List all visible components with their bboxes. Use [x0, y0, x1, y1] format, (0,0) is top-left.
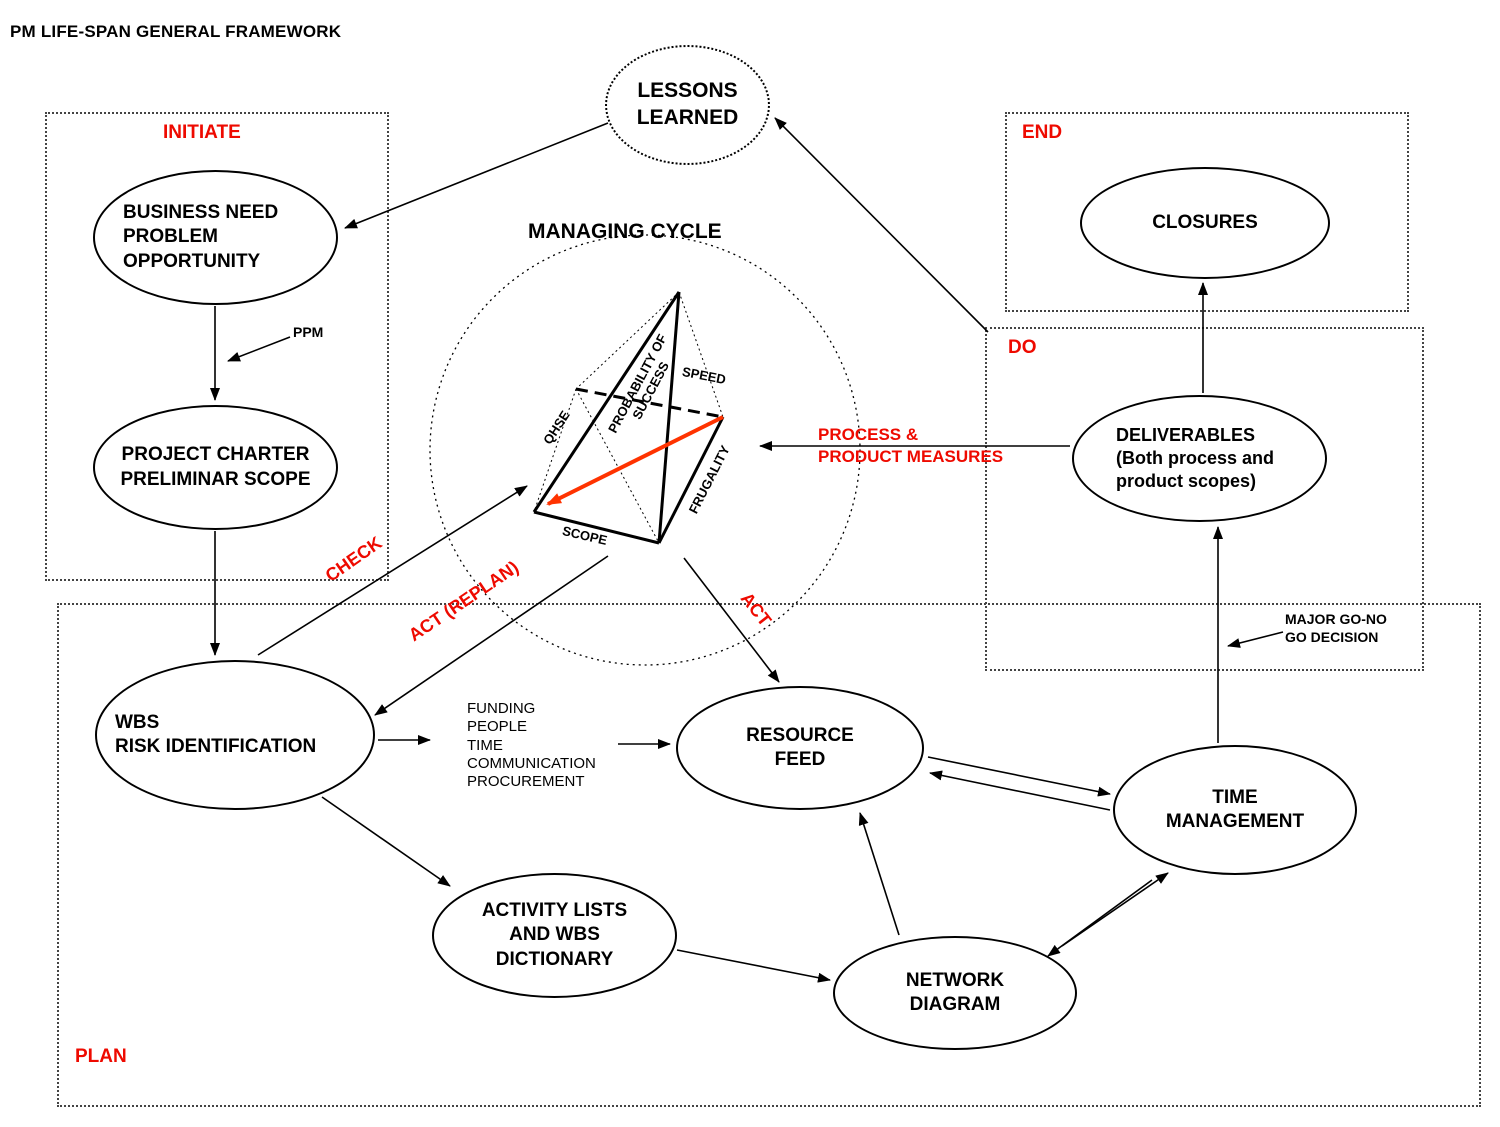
- edge-label-frugality: FRUGALITY: [685, 442, 733, 517]
- project-charter-label: PROJECT CHARTER PRELIMINAR SCOPE: [120, 444, 311, 490]
- page-title: PM LIFE-SPAN GENERAL FRAMEWORK: [10, 22, 342, 41]
- resource-inputs-list: FUNDING PEOPLE TIME COMMUNICATION PROCUR…: [467, 700, 596, 791]
- time-management-label: TIME MANAGEMENT: [1165, 786, 1305, 832]
- tetra-edge-qhse: [532, 291, 681, 513]
- node-activity-lists: ACTIVITY LISTS AND WBS DICTIONARY: [432, 873, 677, 998]
- edge-label-speed: SPEED: [680, 363, 728, 388]
- tetra-hidden-edge-2: [678, 291, 724, 418]
- node-project-charter: PROJECT CHARTER PRELIMINAR SCOPE: [93, 405, 338, 530]
- node-closures: CLOSURES: [1080, 167, 1330, 279]
- node-network-diagram: NETWORK DIAGRAM: [833, 936, 1077, 1050]
- region-label-plan: PLAN: [75, 1046, 127, 1067]
- node-time-management: TIME MANAGEMENT: [1113, 745, 1357, 875]
- node-resource-feed: RESOURCE FEED: [676, 686, 924, 810]
- edge-label-scope: SCOPE: [560, 523, 609, 548]
- region-label-do: DO: [1008, 337, 1037, 358]
- activity-lists-label: ACTIVITY LISTS AND WBS DICTIONARY: [481, 900, 628, 970]
- process-product-measures-label: PROCESS & PRODUCT MEASURES: [818, 425, 1004, 467]
- managing-cycle-circle: [429, 234, 861, 666]
- node-business-need: BUSINESS NEED PROBLEM OPPORTUNITY: [93, 170, 338, 305]
- node-deliverables: DELIVERABLES (Both process and product s…: [1072, 395, 1327, 522]
- lessons-learned-label: LESSONS LEARNED: [636, 79, 739, 129]
- tetra-hidden-edge-3: [533, 388, 577, 513]
- edge-label-qhse: QHSE: [540, 407, 573, 448]
- region-initiate: [45, 112, 389, 581]
- region-label-end: END: [1022, 122, 1063, 143]
- major-go-no-go-label: MAJOR GO-NO GO DECISION: [1285, 611, 1387, 646]
- edge-label-probability-of-success: PROBABILITY OF SUCCESS: [605, 331, 672, 436]
- resource-feed-label: RESOURCE FEED: [746, 724, 854, 770]
- region-end: [1005, 112, 1409, 312]
- region-do: [985, 327, 1424, 671]
- region-label-initiate: INITIATE: [163, 122, 241, 143]
- closures-label: CLOSURES: [1152, 211, 1258, 233]
- arrow-do-to-lessons: [774, 117, 989, 333]
- network-diagram-label: NETWORK DIAGRAM: [905, 969, 1005, 1015]
- managing-cycle-title: MANAGING CYCLE: [528, 220, 722, 243]
- deliverables-label: DELIVERABLES (Both process and product s…: [1116, 424, 1275, 492]
- node-wbs-risk: WBS RISK IDENTIFICATION: [95, 660, 375, 810]
- node-lessons-learned: LESSONS LEARNED: [605, 45, 770, 165]
- wbs-risk-label: WBS RISK IDENTIFICATION: [115, 711, 317, 757]
- ppm-label: PPM: [293, 324, 324, 340]
- business-need-label: BUSINESS NEED PROBLEM OPPORTUNITY: [123, 202, 279, 272]
